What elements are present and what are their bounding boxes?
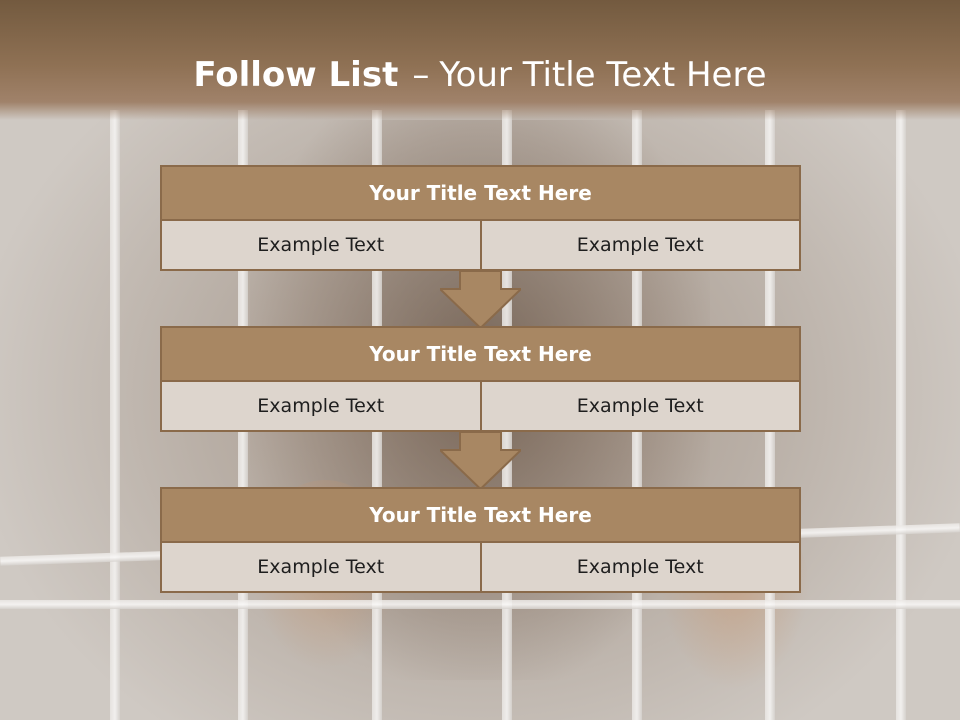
block-row: Example Text Example Text (160, 543, 801, 593)
block-cell-right: Example Text (481, 382, 801, 432)
cage-crossbar (0, 600, 960, 609)
list-block-2: Your Title Text Here Example Text Exampl… (160, 326, 801, 432)
block-title: Your Title Text Here (160, 326, 801, 382)
block-cell-left: Example Text (160, 382, 482, 432)
list-block-1: Your Title Text Here Example Text Exampl… (160, 165, 801, 271)
block-title: Your Title Text Here (160, 487, 801, 543)
block-cell-right: Example Text (481, 221, 801, 271)
block-cell-right: Example Text (481, 543, 801, 593)
slide-title: Follow List–Your Title Text Here (0, 55, 960, 95)
title-separator: – (412, 55, 430, 95)
down-arrow-icon (440, 271, 521, 329)
block-cell-left: Example Text (160, 221, 482, 271)
block-title: Your Title Text Here (160, 165, 801, 221)
title-strong: Follow List (193, 55, 399, 95)
title-rest: Your Title Text Here (439, 55, 767, 95)
title-banner (0, 0, 960, 120)
block-cell-left: Example Text (160, 543, 482, 593)
cage-bar (896, 110, 906, 720)
cage-bar (110, 110, 120, 720)
down-arrow-icon (440, 432, 521, 490)
list-block-3: Your Title Text Here Example Text Exampl… (160, 487, 801, 593)
block-row: Example Text Example Text (160, 221, 801, 271)
block-row: Example Text Example Text (160, 382, 801, 432)
